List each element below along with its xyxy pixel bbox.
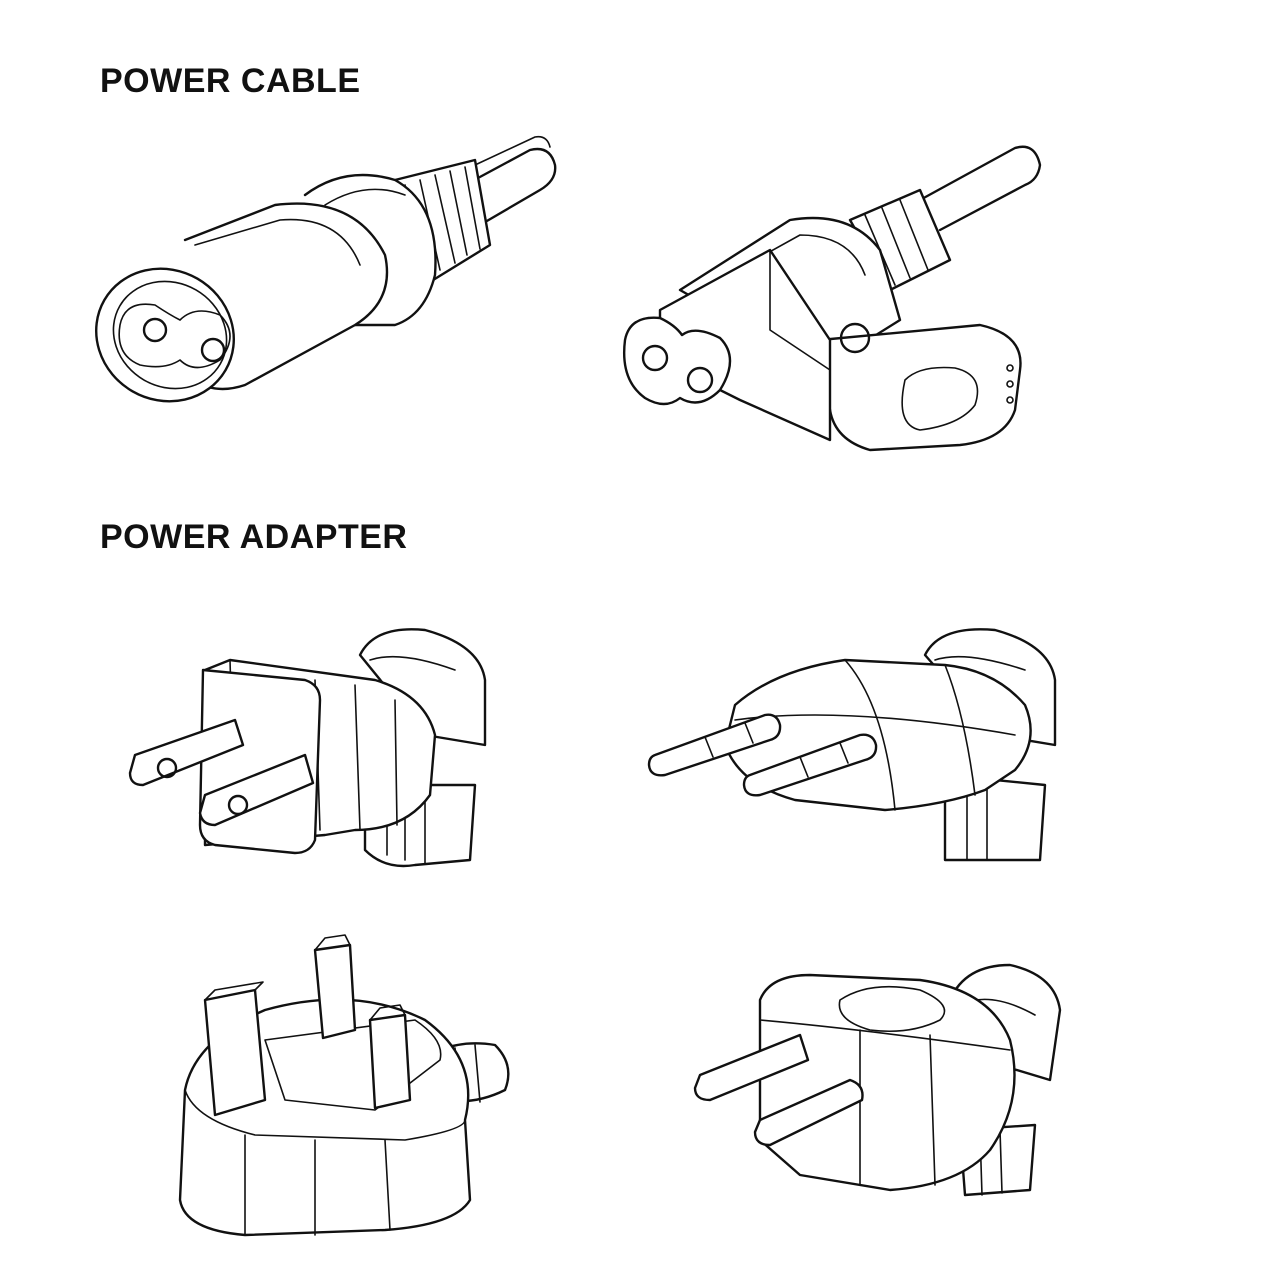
us-plug-adapter-icon — [125, 625, 495, 875]
eu-plug-adapter-icon — [645, 625, 1065, 870]
au-plug-adapter-icon — [690, 960, 1065, 1205]
c7-straight-connector-icon — [95, 125, 565, 415]
section-title-power-cable: POWER CABLE — [100, 62, 361, 100]
c7-right-angle-connector-icon — [620, 140, 1050, 465]
uk-plug-adapter-icon — [175, 930, 520, 1237]
section-title-power-adapter: POWER ADAPTER — [100, 518, 408, 556]
